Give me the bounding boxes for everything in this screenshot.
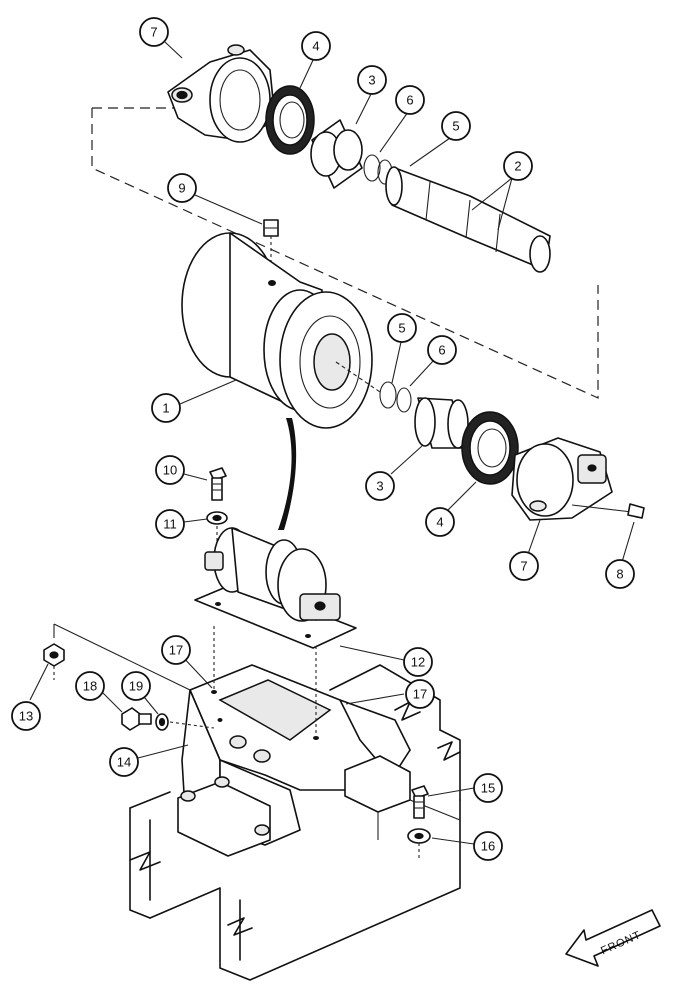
callout-16: 16	[473, 831, 503, 861]
callout-17-right: 17	[405, 679, 435, 709]
callout-label: 4	[312, 39, 319, 54]
callout-label: 14	[117, 755, 131, 770]
callout-6-lower: 6	[427, 335, 457, 365]
callout-label: 9	[178, 181, 185, 196]
callout-9: 9	[167, 173, 197, 203]
bolt-18	[121, 707, 152, 731]
callout-7-lower: 7	[509, 551, 539, 581]
callout-label: 15	[481, 781, 495, 796]
callout-13: 13	[11, 701, 41, 731]
leader-lines	[29, 41, 635, 845]
callout-label: 17	[413, 687, 427, 702]
front-direction-arrow: FRONT	[565, 909, 661, 967]
nut-13	[43, 623, 191, 691]
callout-6-upper: 6	[395, 85, 425, 115]
callout-4-lower: 4	[425, 507, 455, 537]
shaft	[385, 166, 551, 273]
center-line	[335, 361, 381, 393]
callout-5-lower: 5	[387, 313, 417, 343]
callout-label: 13	[19, 709, 33, 724]
callout-label: 6	[438, 343, 445, 358]
track-roller-body	[181, 232, 373, 429]
callout-4-upper: 4	[301, 31, 331, 61]
callout-label: 10	[163, 463, 177, 478]
callout-15: 15	[473, 773, 503, 803]
callout-label: 16	[481, 839, 495, 854]
callout-label: 2	[514, 159, 521, 174]
callout-19: 19	[121, 671, 151, 701]
callout-label: 6	[406, 93, 413, 108]
seal-lower	[461, 411, 519, 485]
end-collar-lower	[511, 437, 633, 521]
track-frame	[129, 664, 461, 981]
callout-label: 18	[83, 679, 97, 694]
fill-plug-lower	[627, 503, 645, 519]
callout-label: 7	[150, 25, 157, 40]
callout-label: 5	[398, 321, 405, 336]
assembled-roller	[194, 527, 357, 649]
bolt-15	[411, 785, 429, 819]
callout-10: 10	[155, 455, 185, 485]
callout-14: 14	[109, 747, 139, 777]
callout-11: 11	[155, 509, 185, 539]
assembly-link-arrow	[278, 418, 297, 530]
callout-label: 8	[616, 567, 623, 582]
callout-18: 18	[75, 671, 105, 701]
callout-3-upper: 3	[357, 65, 387, 95]
bushing-upper	[310, 119, 363, 189]
callout-label: 3	[368, 73, 375, 88]
callout-12: 12	[403, 647, 433, 677]
callout-label: 12	[411, 655, 425, 670]
callout-label: 5	[452, 119, 459, 134]
callout-1: 1	[151, 393, 181, 423]
callout-7-upper: 7	[139, 17, 169, 47]
callout-label: 11	[163, 517, 177, 532]
bolt-10	[209, 467, 227, 501]
washer-11	[206, 511, 228, 558]
washer-16	[407, 828, 431, 860]
rings-lower	[379, 381, 412, 413]
callout-label: 3	[376, 479, 383, 494]
washer-19	[155, 713, 215, 731]
bushing-lower	[414, 397, 469, 449]
callout-5-upper: 5	[441, 111, 471, 141]
callout-label: 4	[436, 515, 443, 530]
callout-8: 8	[605, 559, 635, 589]
end-collar-upper	[167, 44, 276, 143]
callout-2: 2	[503, 151, 533, 181]
callout-label: 17	[169, 643, 183, 658]
fill-plug-upper	[263, 219, 279, 262]
callout-label: 7	[520, 559, 527, 574]
callout-17-left: 17	[161, 635, 191, 665]
seal-upper	[265, 85, 315, 155]
callout-label: 1	[162, 401, 169, 416]
callout-label: 19	[129, 679, 143, 694]
callout-3-lower: 3	[365, 471, 395, 501]
